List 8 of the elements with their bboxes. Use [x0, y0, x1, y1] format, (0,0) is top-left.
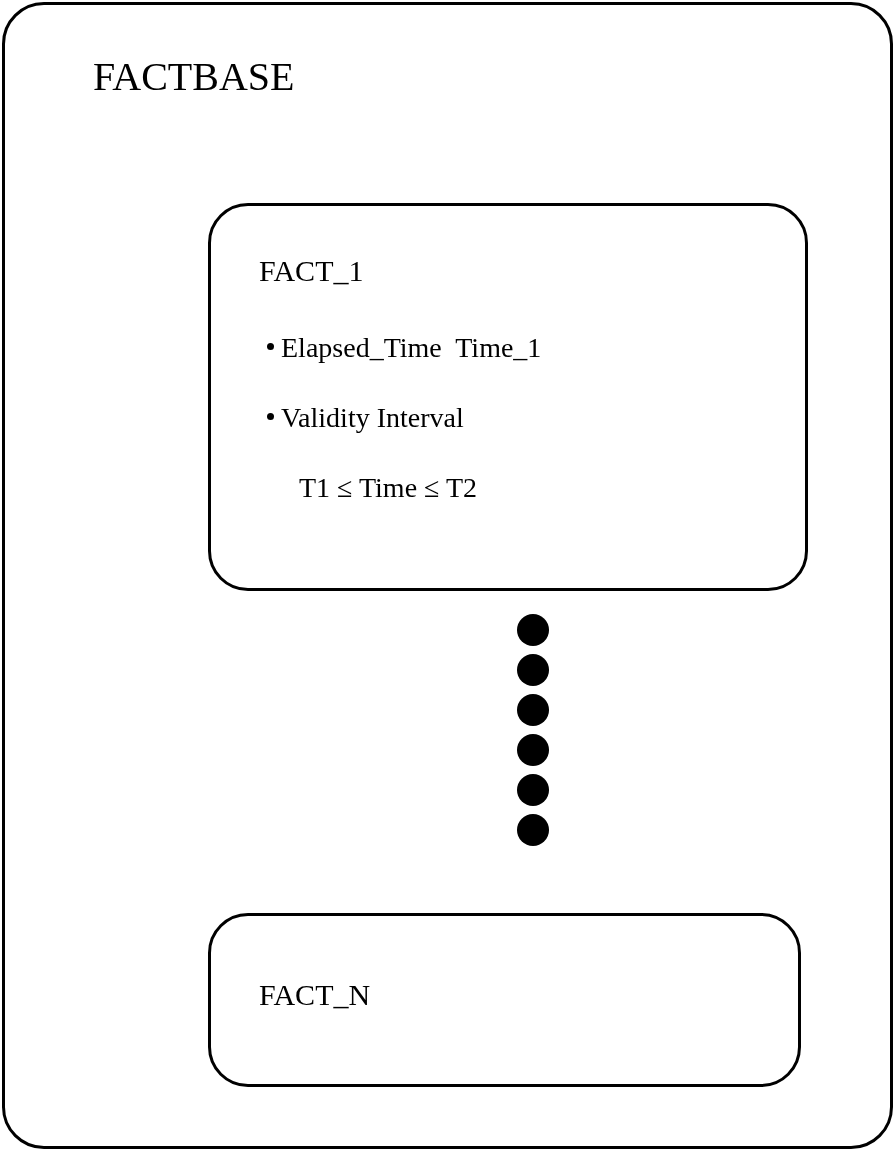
box-title: FACT_N: [259, 978, 371, 1012]
fact-attribute: Elapsed_Time Time_1: [281, 332, 542, 364]
fact-box: [208, 913, 801, 1087]
fact-attribute: Validity Interval: [281, 402, 464, 434]
box-title: FACT_1: [259, 254, 364, 288]
fact-box: [208, 203, 808, 591]
fact-attribute: T1 ≤ Time ≤ T2: [299, 472, 478, 504]
box-title: FACTBASE: [93, 53, 295, 100]
